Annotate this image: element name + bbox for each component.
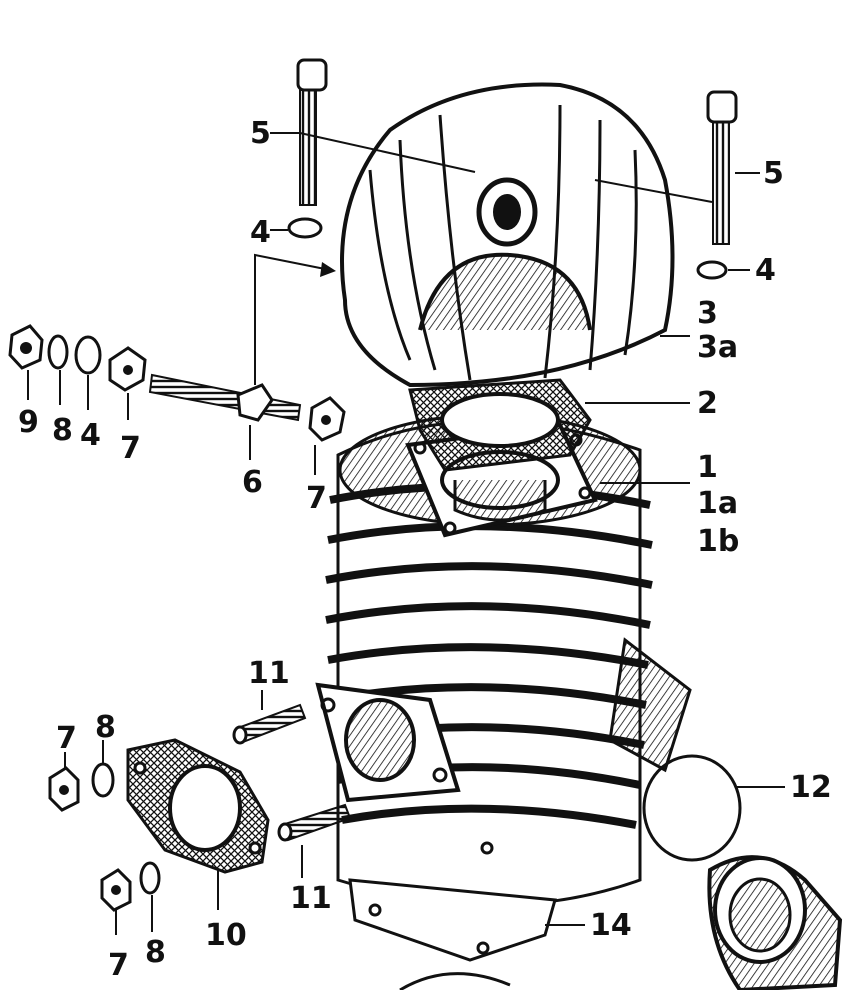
- washer-right: [696, 260, 728, 280]
- nut-7-bottom-a: [48, 766, 80, 812]
- washer-4-row: [74, 335, 102, 375]
- callout-5-left: 5: [250, 116, 271, 151]
- callout-8-row: 8: [52, 413, 73, 448]
- exhaust-stud-bottom: [277, 803, 352, 842]
- callout-1a: 1a: [697, 486, 738, 521]
- washer-8-row: [47, 334, 69, 370]
- callout-7-row-a: 7: [120, 431, 141, 466]
- head-gasket: [408, 378, 592, 472]
- callout-4-left: 4: [250, 215, 271, 250]
- callout-5-right: 5: [763, 156, 784, 191]
- washer-left: [287, 217, 323, 239]
- callout-4-right: 4: [755, 253, 776, 288]
- cylinder-barrel: [315, 413, 692, 990]
- callout-4-row: 4: [80, 418, 101, 453]
- cylinder-head: [340, 82, 675, 388]
- callout-6: 6: [242, 465, 263, 500]
- nut-7-bottom-b: [100, 868, 132, 912]
- stud-6: [148, 373, 302, 422]
- nut-7-row-a: [108, 346, 147, 392]
- callout-11-top: 11: [248, 656, 290, 691]
- callout-10: 10: [205, 918, 247, 953]
- inlet-adapter: [707, 855, 843, 990]
- exhaust-stud-top: [232, 703, 307, 745]
- callout-3a: 3a: [697, 330, 738, 365]
- head-bolt-right: [706, 90, 738, 245]
- callout-7-bottom-b: 7: [108, 948, 129, 983]
- callout-1: 1: [697, 450, 718, 485]
- callout-9: 9: [18, 405, 39, 440]
- callout-2: 2: [697, 386, 718, 421]
- callout-12: 12: [790, 770, 832, 805]
- nut-7-row-b: [308, 396, 346, 442]
- callout-7-row-b: 7: [306, 481, 327, 516]
- head-bolt-left: [296, 58, 328, 206]
- stud-arrow: [254, 253, 336, 385]
- callout-1b: 1b: [697, 524, 739, 559]
- callout-8-bottom-b: 8: [145, 935, 166, 970]
- callout-7-bottom-a: 7: [56, 721, 77, 756]
- washer-8-bottom-b: [139, 861, 161, 895]
- callout-3: 3: [697, 296, 718, 331]
- nut-9: [8, 324, 44, 370]
- callout-labels: 5 5 4 4 3 3a 2 1 1a 1b 9 8 4 7 6 7 11 11…: [18, 116, 832, 983]
- callout-14: 14: [590, 908, 632, 943]
- callout-11-bottom: 11: [290, 881, 332, 916]
- washer-8-bottom-a: [91, 762, 115, 798]
- o-ring: [642, 754, 742, 862]
- callout-8-bottom-a: 8: [95, 710, 116, 745]
- exhaust-gasket: [126, 738, 270, 874]
- leader-lines: [27, 132, 785, 935]
